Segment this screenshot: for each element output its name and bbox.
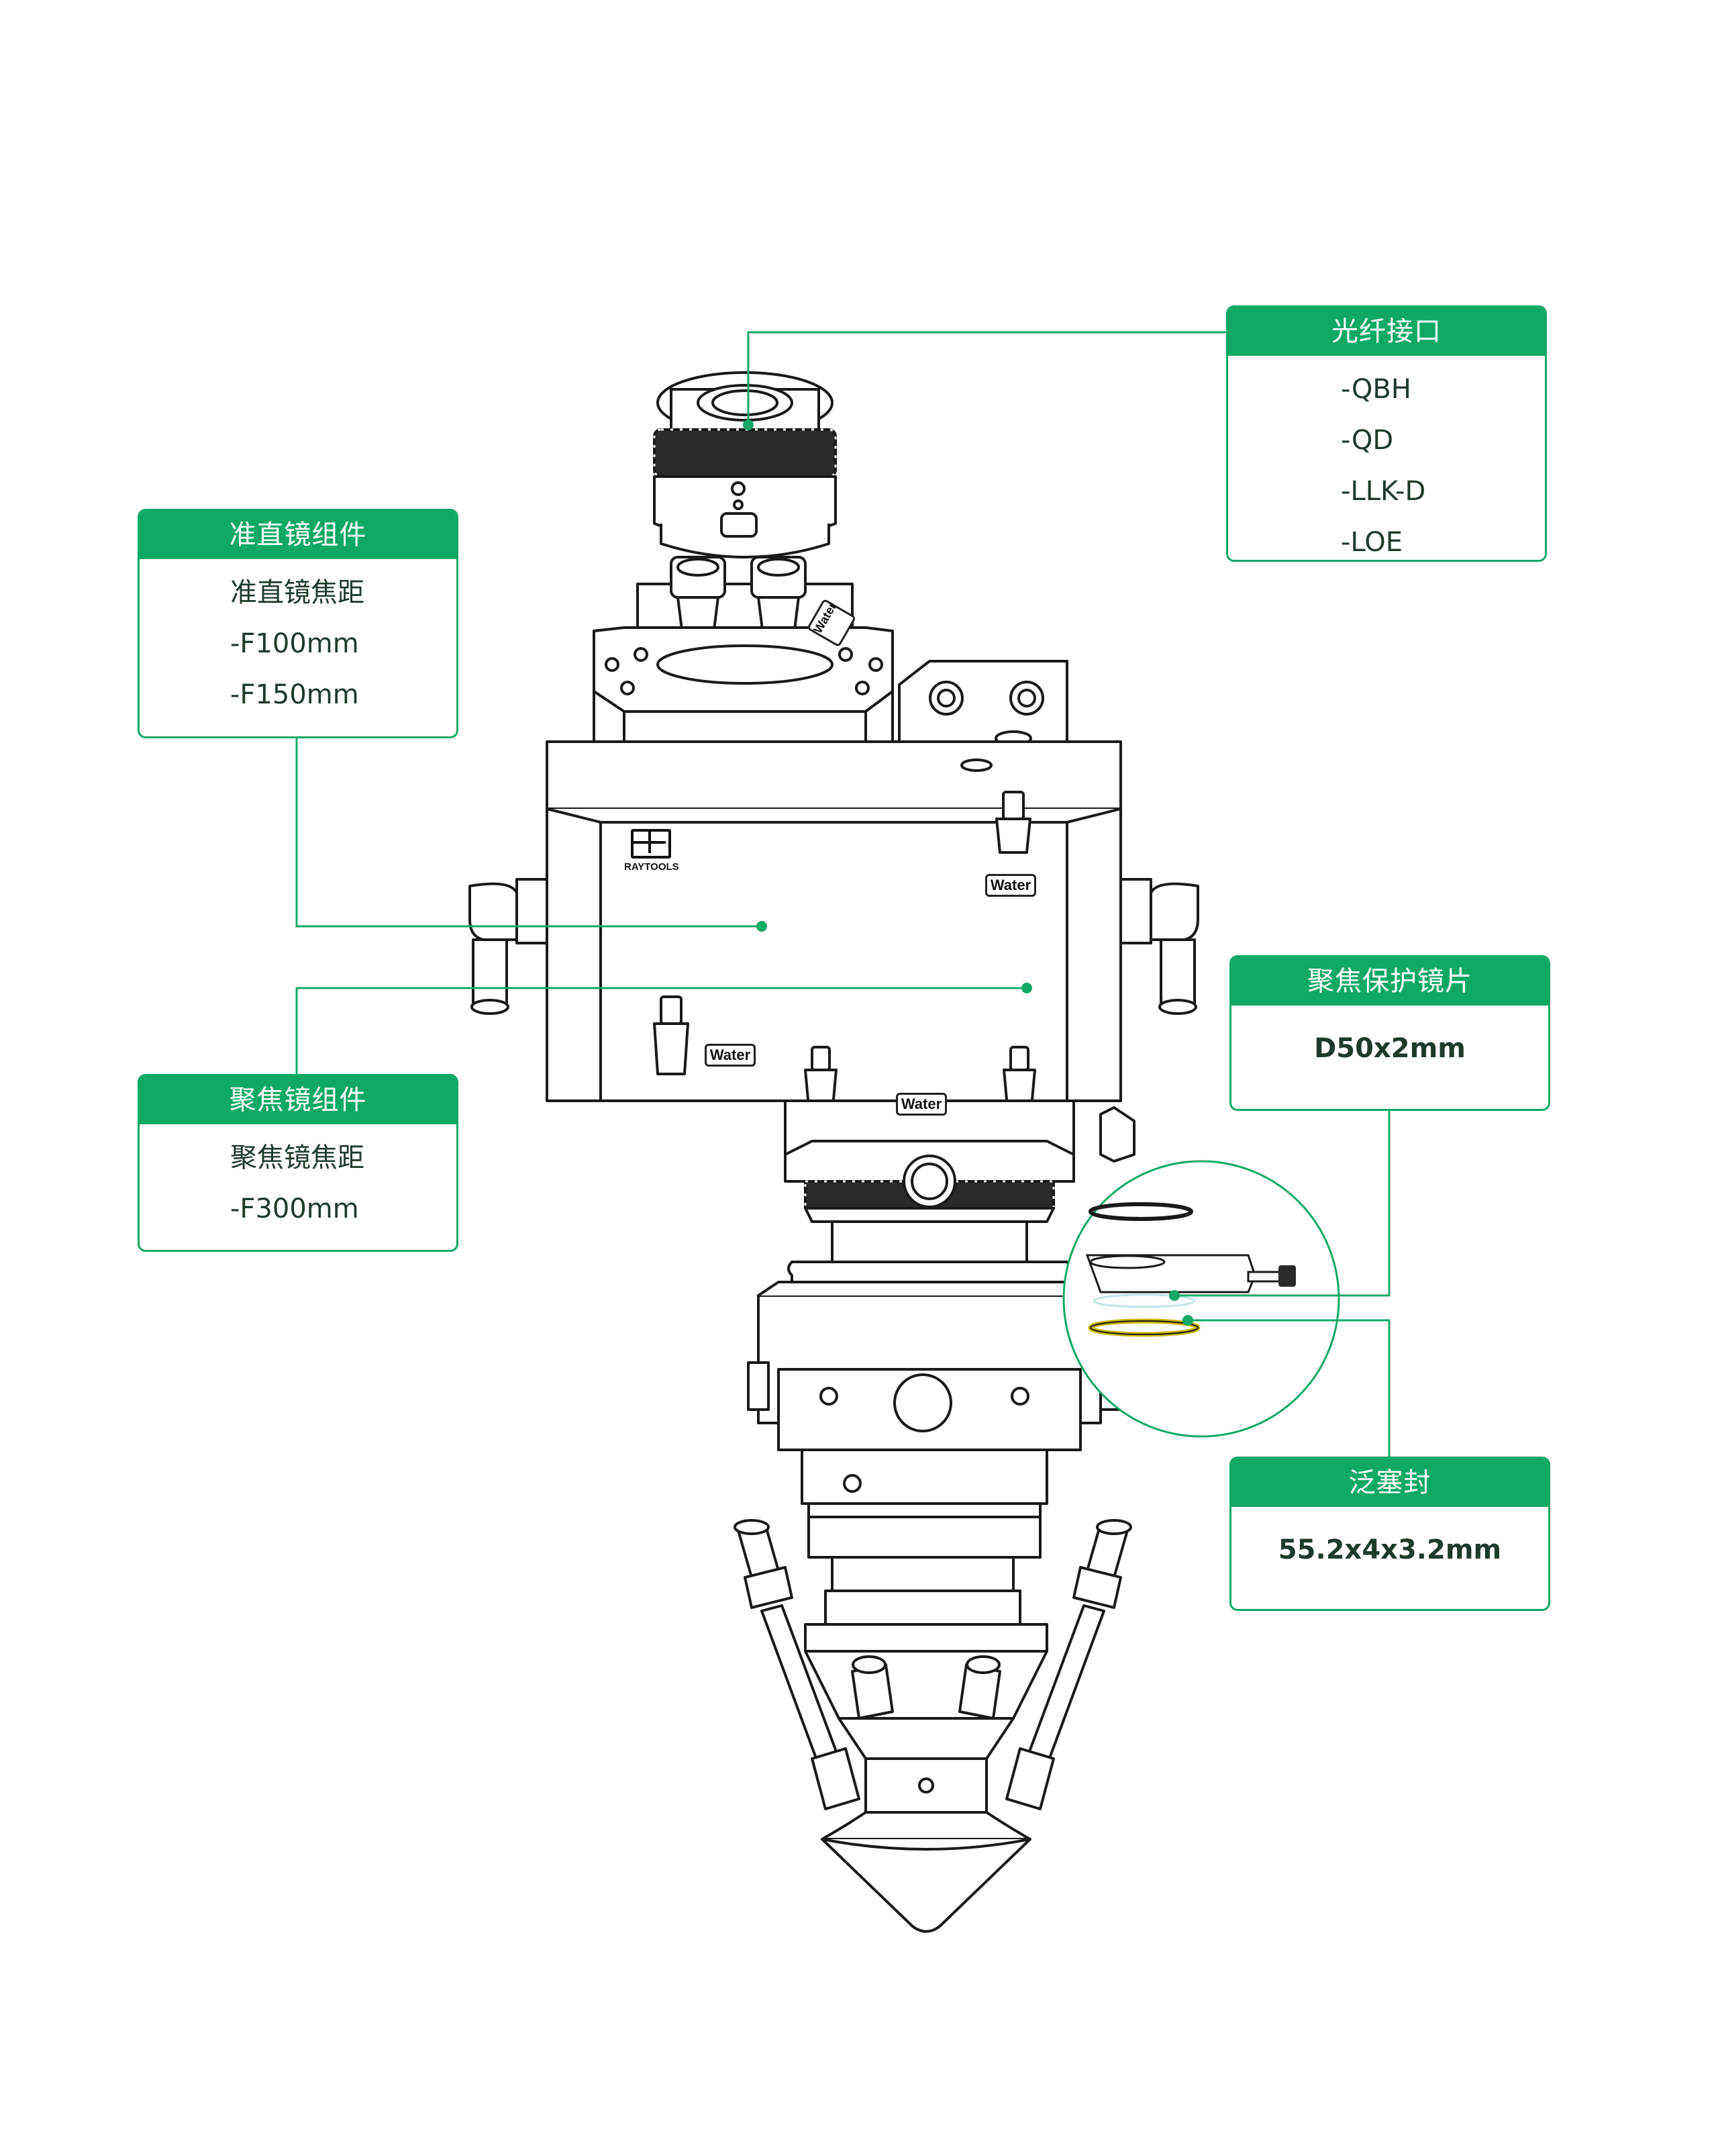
collimator-focal-length-label: 准直镜焦距	[230, 577, 364, 608]
callout-protective-window: 聚焦保护镜片 D50x2mm	[1229, 955, 1550, 1111]
main-body	[546, 740, 1122, 1102]
right-elbow-fitting	[1119, 878, 1199, 1015]
leader-protective-window	[1174, 1111, 1391, 1297]
leader-focusing	[295, 987, 1027, 1077]
nozzle-assembly	[804, 1650, 1048, 1933]
water-label: Water	[705, 1044, 756, 1067]
callout-fiber-interface: 光纤接口 -QBH -QD -LLK-D -LOE	[1226, 305, 1547, 562]
callout-title: 泛塞封	[1231, 1459, 1548, 1507]
right-bracket	[898, 660, 1068, 746]
leader-dot-window	[1169, 1290, 1180, 1301]
fiber-type-loe: -LOE	[1341, 527, 1403, 558]
brand-name: RAYTOOLS	[624, 861, 679, 873]
leader-dot-fiber	[743, 420, 754, 430]
focus-module	[747, 1099, 1135, 1451]
callout-title: 光纤接口	[1228, 307, 1545, 356]
brand-mark-icon	[631, 829, 671, 859]
detail-zoom-circle	[1062, 1160, 1340, 1438]
brand-logo: RAYTOOLS	[624, 829, 679, 880]
fiber-type-llk-d: -LLK-D	[1341, 476, 1426, 507]
callout-pan-seal: 泛塞封 55.2x4x3.2mm	[1229, 1457, 1550, 1611]
callout-title: 聚焦镜组件	[140, 1076, 456, 1124]
leader-dot-collimator	[756, 921, 767, 932]
focus-f300: -F300mm	[230, 1193, 359, 1224]
window-size: D50x2mm	[1314, 1033, 1466, 1064]
leader-pan-seal	[1188, 1319, 1391, 1457]
callout-focusing-assembly: 聚焦镜组件 聚焦镜焦距 -F300mm	[138, 1074, 458, 1252]
callout-title: 准直镜组件	[140, 511, 456, 559]
collimator-f150: -F150mm	[230, 679, 359, 710]
fiber-type-qd: -QD	[1341, 425, 1394, 456]
collimator-f100: -F100mm	[230, 628, 359, 659]
callout-title: 聚焦保护镜片	[1231, 957, 1548, 1006]
water-label: Water	[985, 874, 1036, 897]
leader-fiber-interface	[747, 331, 1226, 425]
left-elbow-fitting	[468, 878, 548, 1015]
fiber-connector	[653, 371, 837, 558]
seal-size: 55.2x4x3.2mm	[1278, 1534, 1502, 1565]
right-gas-pipe	[1005, 1519, 1132, 1810]
focus-focal-length-label: 聚焦镜焦距	[230, 1142, 364, 1173]
left-gas-pipe	[734, 1519, 860, 1810]
fiber-type-qbh: -QBH	[1341, 374, 1411, 405]
leader-dot-seal	[1182, 1315, 1193, 1326]
leader-dot-focusing	[1021, 983, 1032, 993]
leader-collimator	[295, 738, 762, 928]
water-label: Water	[896, 1093, 947, 1116]
lower-housing	[801, 1449, 1048, 1653]
callout-collimator-assembly: 准直镜组件 准直镜焦距 -F100mm -F150mm	[138, 509, 458, 738]
